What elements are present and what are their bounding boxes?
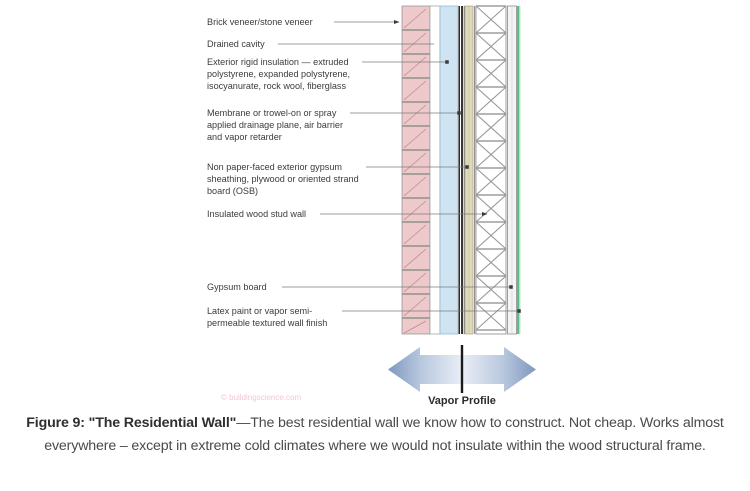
label-insulated-wood-stud-wall: Insulated wood stud wall — [207, 209, 306, 219]
layer-exterior-rigid-insulation — [439, 5, 459, 335]
figure-caption-body: —The best residential wall we know how t… — [44, 415, 724, 454]
label-gypsum-board: Gypsum board — [207, 282, 267, 292]
svg-text:sheathing, plywood or oriented: sheathing, plywood or oriented strand — [207, 174, 359, 184]
label-brick-veneer: Brick veneer/stone veneer — [207, 17, 313, 27]
vapor-arrow-right — [462, 347, 536, 392]
wall-section-diagram: Brick veneer/stone veneer Drained cavity… — [207, 5, 536, 407]
layer-latex-paint-finish — [517, 6, 521, 334]
svg-text:Latex paint or vapor semi-: Latex paint or vapor semi- — [207, 306, 312, 316]
svg-text:Non paper-faced exterior gypsu: Non paper-faced exterior gypsum — [207, 162, 342, 172]
watermark-buildingscience: © buildingscience.com — [221, 393, 301, 402]
layer-drained-cavity — [429, 5, 441, 335]
layer-insulated-wood-stud-wall — [475, 5, 507, 335]
figure-caption-title: Figure 9: "The Residential Wall" — [26, 415, 237, 431]
svg-text:isocyanurate, rock wool, fiber: isocyanurate, rock wool, fiberglass — [207, 81, 346, 91]
svg-text:applied drainage plane, air ba: applied drainage plane, air barrier — [207, 120, 343, 130]
leader-lines — [278, 19, 521, 313]
layer-membrane-air-barrier — [458, 6, 465, 334]
figure-caption: Figure 9: "The Residential Wall"—The bes… — [8, 412, 742, 458]
svg-text:Exterior rigid insulation — ex: Exterior rigid insulation — extruded — [207, 57, 349, 67]
label-drained-cavity: Drained cavity — [207, 39, 265, 49]
vapor-profile-graphic: Vapor Profile — [388, 345, 536, 407]
svg-text:and vapor retarder: and vapor retarder — [207, 132, 282, 142]
svg-text:permeable textured wall finish: permeable textured wall finish — [207, 318, 327, 328]
vapor-arrow-left — [388, 347, 462, 392]
layer-exterior-gypsum-sheathing — [464, 5, 474, 335]
wall-assembly-figure: Brick veneer/stone veneer Drained cavity… — [207, 5, 536, 407]
layer-brick-veneer — [401, 5, 431, 335]
label-exterior-gypsum-sheathing: Non paper-faced exterior gypsum sheathin… — [207, 162, 359, 196]
svg-text:board (OSB): board (OSB) — [207, 186, 258, 196]
label-latex-paint: Latex paint or vapor semi- permeable tex… — [207, 306, 327, 328]
svg-text:Membrane or trowel-on or spray: Membrane or trowel-on or spray — [207, 108, 337, 118]
label-membrane: Membrane or trowel-on or spray applied d… — [207, 108, 343, 142]
layer-gypsum-board — [507, 5, 517, 335]
callout-labels: Brick veneer/stone veneer Drained cavity… — [207, 17, 359, 328]
svg-text:polystyrene, expanded polystyr: polystyrene, expanded polystyrene, — [207, 69, 350, 79]
wall-assembly-layers — [401, 5, 521, 335]
vapor-profile-label: Vapor Profile — [428, 395, 496, 407]
label-exterior-rigid-insulation: Exterior rigid insulation — extruded pol… — [207, 57, 350, 91]
